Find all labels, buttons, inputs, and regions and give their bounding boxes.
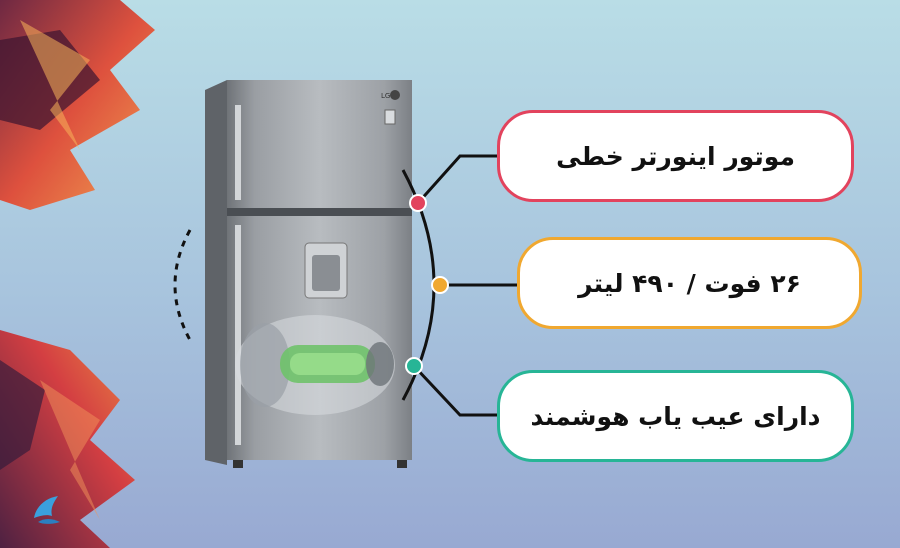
feature-pill-inverter-motor: موتور اینورتر خطی [497,110,854,202]
feature-label: ۲۶ فوت / ۴۹۰ لیتر [578,268,801,298]
feature-pill-smart-diagnosis: دارای عیب یاب هوشمند [497,370,854,462]
feature-label: موتور اینورتر خطی [556,141,795,171]
feature-dot-orange [431,276,449,294]
brand-logo-icon [34,496,60,524]
refrigerator-image: LG [205,80,412,468]
svg-text:LG: LG [381,92,390,100]
feature-label: دارای عیب یاب هوشمند [530,401,821,431]
feature-pill-capacity: ۲۶ فوت / ۴۹۰ لیتر [517,237,862,329]
decorative-leaves [0,0,155,548]
